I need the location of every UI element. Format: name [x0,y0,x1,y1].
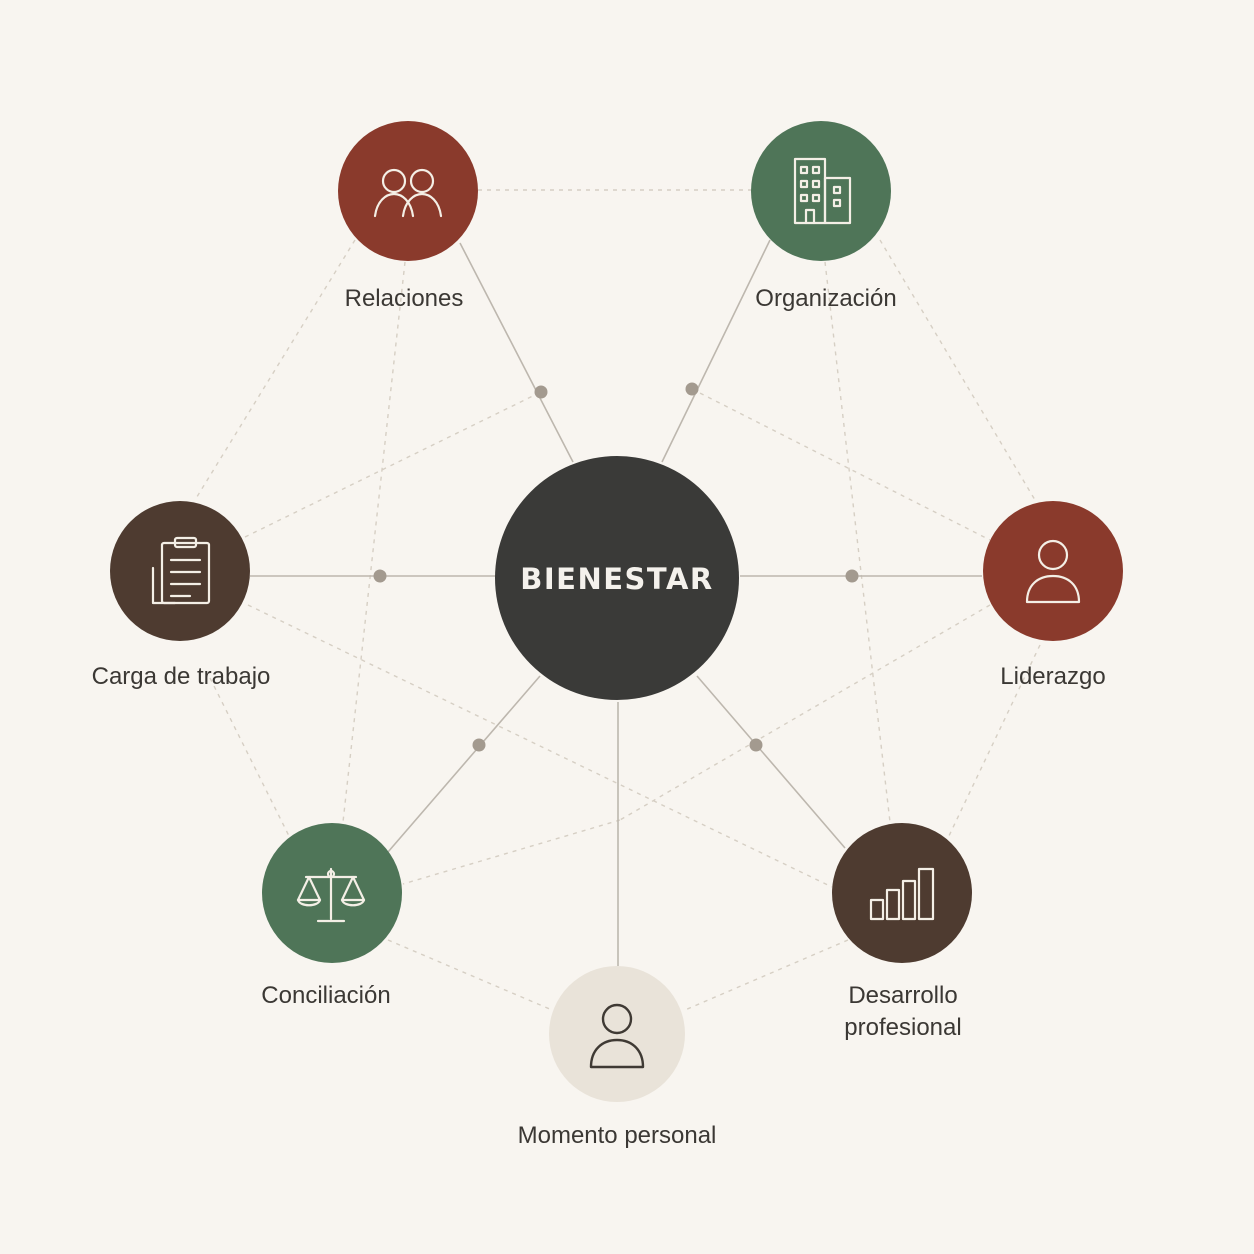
dashed-link [209,677,291,839]
clipboard-icon [151,536,211,605]
node-desarrollo-label-line2: profesional [844,1014,961,1041]
node-desarrollo: Desarrollo profesional [832,823,972,1041]
node-organizacion-circle [751,121,891,261]
bar-chart-icon [869,867,935,921]
node-carga: Carga de trabajo [92,501,271,690]
node-desarrollo-label-line1: Desarrollo [848,982,957,1009]
junction-dot [845,569,859,583]
node-relaciones-circle [338,121,478,261]
dashed-link [684,939,849,1011]
dashed-link [194,239,356,501]
junction-dot [749,738,763,752]
node-liderazgo-label: Liderazgo [1000,663,1105,690]
node-relaciones-label: Relaciones [345,285,464,312]
hub-node: BIENESTAR [495,456,739,700]
spoke-organizacion [661,239,771,463]
junction-dot [472,738,486,752]
building-icon [793,157,852,225]
hub-label: BIENESTAR [520,562,713,596]
node-conciliacion-label: Conciliación [261,982,390,1009]
spoke-relaciones [459,242,574,463]
dashed-link [342,261,406,823]
node-organizacion: Organización [751,121,897,312]
junction-dot [534,385,548,399]
node-momento: Momento personal [518,966,717,1149]
junction-dots [373,382,859,752]
dashed-link [402,819,621,885]
spoke-desarrollo [696,675,846,849]
dashed-link [691,388,991,541]
dashed-link [824,261,891,823]
node-liderazgo: Liderazgo [983,501,1123,690]
node-organizacion-label: Organización [755,285,896,312]
person-icon [1025,539,1081,604]
scales-icon [296,867,366,923]
junction-dot [373,569,387,583]
people-icon [373,168,443,218]
hub-circle [495,456,739,700]
spoke-conciliacion [387,675,541,853]
node-liderazgo-circle [983,501,1123,641]
node-carga-label: Carga de trabajo [92,663,271,690]
node-conciliacion: Conciliación [261,823,402,1009]
person-icon [589,1003,645,1069]
dashed-connections [194,189,1041,1011]
solid-spokes [250,239,982,966]
dashed-link [879,239,1036,501]
junction-dot [685,382,699,396]
node-momento-label: Momento personal [518,1122,717,1149]
dashed-link [387,939,553,1011]
dashed-link [247,604,833,888]
dashed-link [244,391,542,538]
node-relaciones: Relaciones [338,121,478,312]
